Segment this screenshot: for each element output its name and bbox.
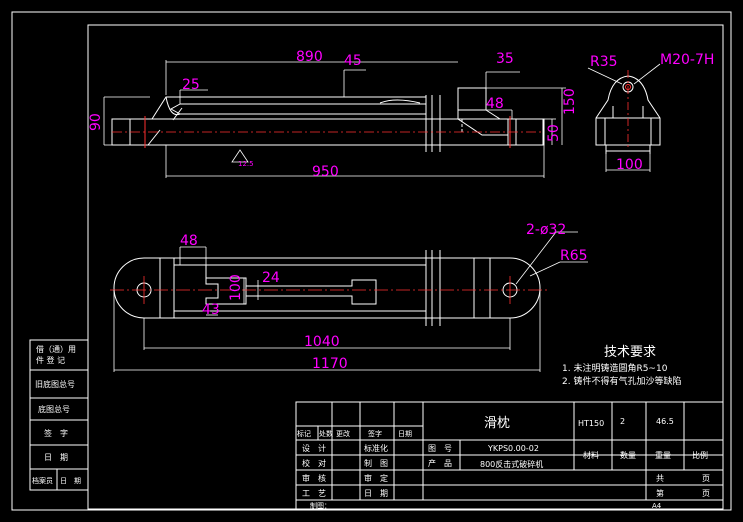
tech-note-1: 1. 未注明铸造圆角R5~10 (562, 362, 668, 374)
qty-value: 2 (620, 417, 625, 426)
rib-bottom (147, 129, 161, 146)
total-label: 共 (656, 474, 664, 483)
dim-1170: 1170 (312, 356, 348, 372)
hdr-date: 日期 (398, 430, 412, 438)
dim-90: 90 (88, 113, 104, 131)
dim-holes: 2-ø32 (526, 222, 566, 238)
plan-dim-lines (113, 231, 588, 372)
hdr-change: 更改 (336, 429, 350, 438)
upper-body-outline (151, 96, 427, 120)
date-label: 日 期 (364, 489, 388, 498)
weight-value: 46.5 (656, 417, 674, 426)
sheet-label: 第 (656, 488, 664, 498)
weight-label: 重量 (655, 450, 671, 460)
side-archivist: 档案员 (32, 476, 53, 485)
dim-1040: 1040 (304, 334, 340, 350)
dim-950: 950 (312, 164, 339, 180)
dim-24-plan: 24 (262, 270, 280, 286)
end-view (595, 75, 661, 154)
scale-label: 比例 (692, 450, 708, 460)
dim-48-top: 48 (486, 96, 504, 112)
slot-left-end (169, 103, 181, 115)
side-elevation-view (111, 87, 545, 152)
total-unit: 页 (702, 474, 710, 483)
design-label: 设 计 (302, 443, 326, 453)
dim-r65: R65 (560, 248, 588, 264)
hdr-sign: 签字 (368, 429, 382, 438)
dim-100-end: 100 (616, 157, 643, 173)
plan-view (113, 250, 541, 326)
hdr-count: 处数 (319, 429, 333, 438)
right-boss (457, 87, 487, 111)
product-label: 产 品 (428, 458, 452, 468)
dim-25: 25 (182, 77, 200, 93)
dim-890: 890 (296, 49, 323, 65)
material-label: 材料 (583, 450, 599, 460)
right-taper (457, 110, 508, 136)
tech-title: 技术要求 (604, 345, 656, 360)
dim-48-plan: 48 (180, 233, 198, 249)
standard-label: 标准化 (364, 443, 388, 453)
dim-r35: R35 (590, 54, 618, 70)
dim-43-plan: 43 (202, 302, 220, 318)
dim-100-plan: 100 (228, 274, 244, 301)
review-label: 审 核 (302, 473, 326, 483)
side-date: 日 期 (44, 453, 68, 462)
right-taper-2 (485, 109, 501, 120)
hdr-mark: 标记 (297, 429, 311, 438)
drawing-no: YKPS0.00-02 (487, 444, 539, 453)
rib-left (172, 107, 183, 121)
part-name: 滑枕 (484, 416, 510, 431)
side-drawing-no: 底图总号 (38, 404, 70, 414)
roughness-symbol: 12.5 (238, 160, 254, 168)
tech-note-2: 2. 铸件不得有气孔加沙等缺陷 (562, 375, 681, 387)
title-block-grid (295, 401, 724, 510)
side-archive-date: 日 期 (60, 477, 81, 485)
hatch-curve (379, 99, 421, 104)
side-borrow: 借（通）用 (36, 344, 76, 354)
qty-label: 数量 (620, 450, 636, 460)
side-block-grid (29, 339, 89, 491)
dim-150: 150 (562, 88, 578, 115)
side-dim-lines (103, 60, 566, 178)
process-label: 工 艺 (302, 489, 326, 498)
approve-label: 审 定 (364, 473, 388, 483)
dim-35: 35 (496, 51, 514, 67)
outer-border (11, 11, 732, 511)
product-name: 800反击式破碎机 (480, 459, 543, 469)
drawing-no-label: 图 号 (428, 444, 452, 453)
drafting-label: 制 图 (364, 458, 388, 468)
dim-45: 45 (344, 53, 362, 69)
slot-fillet (165, 96, 181, 116)
side-old-drawing-no: 旧底图总号 (35, 379, 75, 389)
sheet-format: A4 (652, 502, 662, 510)
end-view-leaders (587, 63, 661, 172)
check-label: 校 对 (302, 458, 326, 468)
drawn-by: 制图： (310, 501, 331, 510)
dim-thread: M20-7H (660, 52, 714, 68)
material-value: HT150 (578, 419, 604, 428)
side-register: 件 登 记 (36, 355, 65, 365)
side-sign: 签 字 (44, 428, 68, 438)
sheet-unit: 页 (702, 489, 710, 498)
dim-50: 50 (546, 124, 562, 142)
